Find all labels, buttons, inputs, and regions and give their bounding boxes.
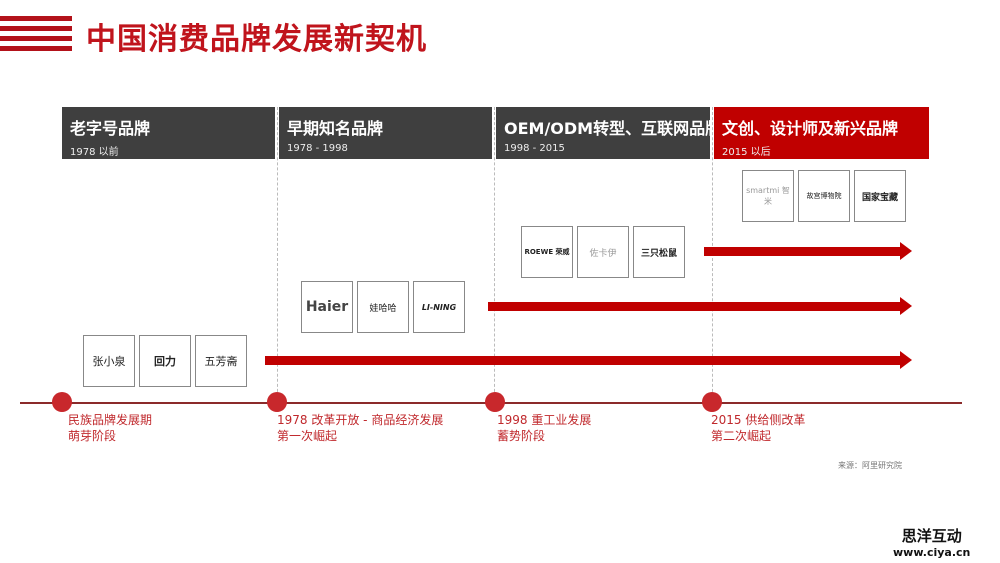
brand-logo: 故宫博物院 [798, 170, 850, 222]
milestone-title: 民族品牌发展期 [68, 413, 153, 427]
brand-logo: smartmi 智米 [742, 170, 794, 222]
brand-logo: LI-NING [413, 281, 465, 333]
column-header-4: 文创、设计师及新兴品牌 2015 以后 [714, 107, 929, 159]
milestone-label: 民族品牌发展期萌芽阶段 [68, 412, 152, 444]
brand-logo: 回力 [139, 335, 191, 387]
brand-logo: 娃哈哈 [357, 281, 409, 333]
stripe-decoration [0, 46, 72, 51]
milestone-label: 2015 供给侧改革第二次崛起 [711, 412, 805, 444]
source-note: 来源：阿里研究院 [838, 461, 902, 470]
brand-logo: 国家宝藏 [854, 170, 906, 222]
timeline-arrow [265, 351, 912, 369]
stripe-decoration [0, 36, 72, 41]
column-header-3: OEM/ODM转型、互联网品牌 1998 - 2015 [496, 107, 722, 159]
milestone-title: 2015 供给侧改革 [711, 413, 806, 427]
column-heading: 老字号品牌 [70, 119, 151, 138]
timeline-dot [485, 392, 505, 412]
column-header-1: 老字号品牌 1978 以前 [62, 107, 275, 159]
column-divider [277, 107, 278, 412]
column-period: 2015 以后 [722, 147, 771, 158]
milestone-title: 1998 重工业发展 [497, 413, 592, 427]
milestone-title: 1978 改革开放 - 商品经济发展 [277, 413, 444, 427]
milestone-subtitle: 萌芽阶段 [68, 429, 117, 443]
timeline-dot [702, 392, 722, 412]
brand-logo: 佐卡伊 [577, 226, 629, 278]
column-period: 1978 - 1998 [287, 143, 348, 154]
brand-logo: ROEWE 荣威 [521, 226, 573, 278]
timeline-arrow [704, 242, 912, 260]
column-period: 1998 - 2015 [504, 143, 565, 154]
milestone-label: 1998 重工业发展蓄势阶段 [497, 412, 591, 444]
stripe-decoration [0, 26, 72, 31]
brand-logo: Haier [301, 281, 353, 333]
watermark-name: 思洋互动 [901, 527, 962, 545]
stripe-decoration [0, 16, 72, 21]
column-heading: 早期知名品牌 [287, 119, 384, 138]
page-title: 中国消费品牌发展新契机 [86, 22, 427, 57]
watermark-url: www.ciya.cn [893, 546, 971, 559]
milestone-subtitle: 第二次崛起 [711, 429, 772, 443]
column-heading: OEM/ODM转型、互联网品牌 [504, 119, 722, 138]
brand-logo: 张小泉 [83, 335, 135, 387]
column-period: 1978 以前 [70, 147, 119, 158]
column-heading: 文创、设计师及新兴品牌 [722, 119, 899, 138]
column-divider [712, 107, 713, 412]
timeline-dot [52, 392, 72, 412]
column-divider [494, 107, 495, 412]
timeline-dot [267, 392, 287, 412]
column-header-2: 早期知名品牌 1978 - 1998 [279, 107, 492, 159]
milestone-subtitle: 第一次崛起 [277, 429, 338, 443]
timeline-arrow [488, 297, 912, 315]
milestone-label: 1978 改革开放 - 商品经济发展第一次崛起 [277, 412, 443, 444]
milestone-subtitle: 蓄势阶段 [497, 429, 546, 443]
brand-logo: 五芳斋 [195, 335, 247, 387]
brand-logo: 三只松鼠 [633, 226, 685, 278]
